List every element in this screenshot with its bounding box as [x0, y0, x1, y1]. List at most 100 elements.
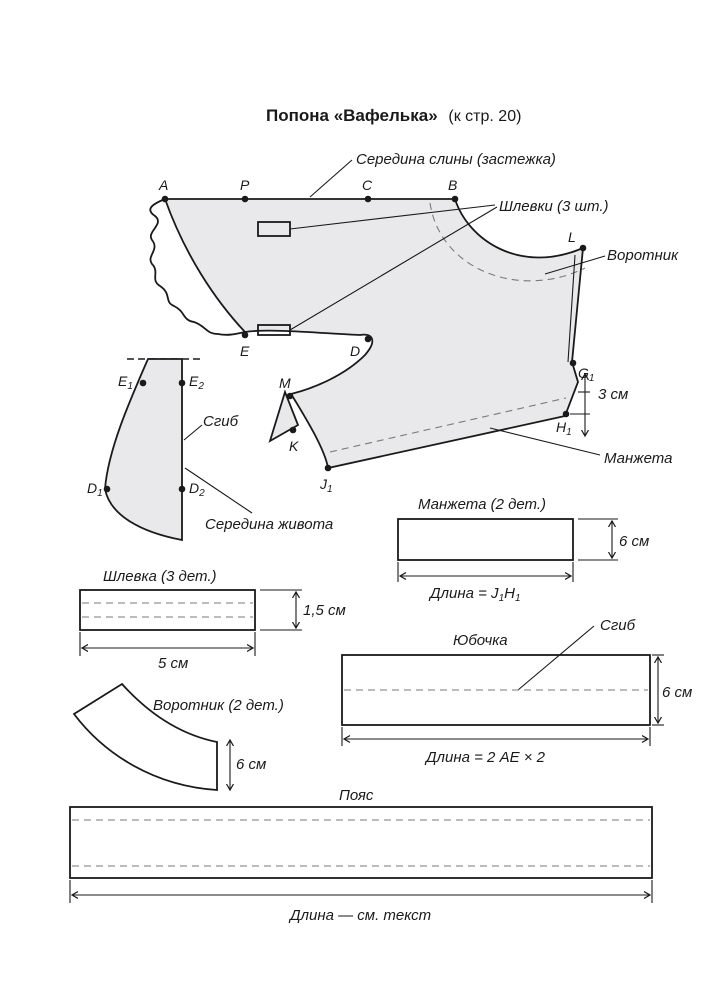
- loop-length-label: 5 см: [158, 655, 188, 672]
- point-P: [241, 195, 249, 203]
- label-K: K: [289, 438, 299, 454]
- collar-outline: [72, 682, 218, 791]
- point-H1: [562, 410, 570, 418]
- title-main: Попона «Вафелька»: [266, 106, 438, 125]
- leader-loop-1: [289, 204, 496, 230]
- label-C: C: [362, 177, 373, 193]
- loop-rect: [79, 589, 256, 631]
- leader-belly-center: [184, 467, 253, 514]
- label-collar: Воротник: [607, 247, 679, 264]
- label-J1-letter: J: [319, 476, 328, 492]
- collar-height-label: 6 см: [236, 756, 266, 773]
- belt-title: Пояс: [339, 787, 374, 804]
- frill-edge: [149, 198, 246, 336]
- skirt-title: Юбочка: [453, 632, 508, 649]
- point-J1: [324, 464, 332, 472]
- label-G1-letter: G: [578, 365, 589, 381]
- label-J1: J1: [319, 476, 333, 495]
- label-E2-letter: E: [189, 373, 199, 389]
- leader-loop-2: [289, 206, 498, 331]
- leader-fold: [183, 424, 203, 441]
- point-A: [161, 195, 169, 203]
- label-loops: Шлевки (3 шт.): [499, 198, 608, 215]
- label-fold: Сгиб: [203, 413, 239, 430]
- label-M: M: [279, 375, 291, 391]
- label-D1: D1: [87, 480, 103, 499]
- point-G1: [569, 359, 577, 367]
- label-D2: D2: [189, 480, 205, 499]
- cuff-length-text: Длина = J: [428, 585, 499, 602]
- point-D1: [103, 485, 111, 493]
- point-B: [451, 195, 459, 203]
- loop-piece: Шлевка (3 дет.) 1,5 см 5 см: [79, 568, 346, 672]
- label-E: E: [240, 343, 250, 359]
- label-A: A: [158, 177, 168, 193]
- point-D: [364, 335, 372, 343]
- body-outline: [163, 198, 585, 470]
- label-D2-letter: D: [189, 480, 199, 496]
- belt-length-label: Длина — см. текст: [288, 907, 431, 924]
- loop-title: Шлевка (3 дет.): [103, 568, 217, 585]
- label-G1: G1: [578, 365, 594, 384]
- cuff-length-label: Длина = J1H1: [428, 585, 521, 604]
- collar-title: Воротник (2 дет.): [153, 697, 284, 714]
- diagram-title: Попона «Вафелька» (к стр. 20): [266, 106, 521, 125]
- cuff-title: Манжета (2 дет.): [418, 496, 546, 513]
- label-H1-sub: 1: [566, 427, 572, 438]
- label-L: L: [568, 229, 576, 245]
- point-D2: [178, 485, 186, 493]
- label-B: B: [448, 177, 457, 193]
- label-D: D: [350, 343, 360, 359]
- label-cuff: Манжета: [604, 450, 672, 467]
- leader-collar: [544, 255, 606, 275]
- leader-cuff: [489, 427, 601, 456]
- cuff-height-label: 6 см: [619, 533, 649, 550]
- label-G1-sub: 1: [589, 373, 595, 384]
- label-D1-letter: D: [87, 480, 97, 496]
- cuff-seam: [329, 397, 567, 453]
- leader-back-center: [309, 159, 353, 198]
- cuff-rect: [397, 518, 574, 561]
- collar-edge: [567, 254, 576, 363]
- label-E1-letter: E: [118, 373, 128, 389]
- point-E1: [139, 379, 147, 387]
- label-H1-letter: H: [556, 419, 567, 435]
- skirt-fold-label: Сгиб: [600, 617, 636, 634]
- label-back-center: Середина слины (застежка): [356, 151, 556, 168]
- cuff-length-sub1: 1: [499, 593, 505, 604]
- skirt-height-label: 6 см: [662, 684, 692, 701]
- collar-seam: [429, 202, 586, 282]
- label-E1-sub: 1: [127, 381, 133, 392]
- label-H1: H1: [556, 419, 572, 438]
- skirt-rect: [341, 654, 651, 726]
- collar-piece: Воротник (2 дет.) 6 см: [72, 682, 284, 791]
- skirt-piece: Юбочка Сгиб 6 см Длина = 2 AE × 2: [341, 617, 692, 766]
- belt-piece: Пояс Длина — см. текст: [69, 787, 653, 924]
- belt-rect: [69, 806, 653, 879]
- cuff-piece: Манжета (2 дет.) 6 см Длина = J1H1: [397, 496, 649, 604]
- skirt-length-label: Длина = 2 AE × 2: [424, 749, 546, 766]
- label-E2-sub: 2: [197, 381, 204, 392]
- label-J1-sub: 1: [327, 484, 333, 495]
- main-body-piece: A P C B L E D M K J1 G1 H1 3 см: [149, 177, 628, 495]
- label-E1: E1: [118, 373, 133, 392]
- title-ref: (к стр. 20): [448, 108, 521, 125]
- dim-3cm-label: 3 см: [598, 386, 628, 403]
- belly-piece: E1 E2 D1 D2 Сгиб Середина живота: [87, 358, 333, 542]
- loop-height-label: 1,5 см: [303, 602, 346, 619]
- point-K: [289, 426, 297, 434]
- label-D2-sub: 2: [198, 488, 205, 499]
- point-M: [286, 392, 294, 400]
- point-C: [364, 195, 372, 203]
- label-E2: E2: [189, 373, 204, 392]
- point-L: [579, 244, 587, 252]
- leader-skirt-fold: [517, 625, 595, 691]
- label-D1-sub: 1: [97, 488, 103, 499]
- point-E: [241, 331, 249, 339]
- cuff-length-sub2: 1: [515, 593, 521, 604]
- label-belly-center: Середина живота: [205, 516, 333, 533]
- point-E2: [178, 379, 186, 387]
- label-P: P: [240, 177, 250, 193]
- cuff-length-end: H: [504, 585, 515, 602]
